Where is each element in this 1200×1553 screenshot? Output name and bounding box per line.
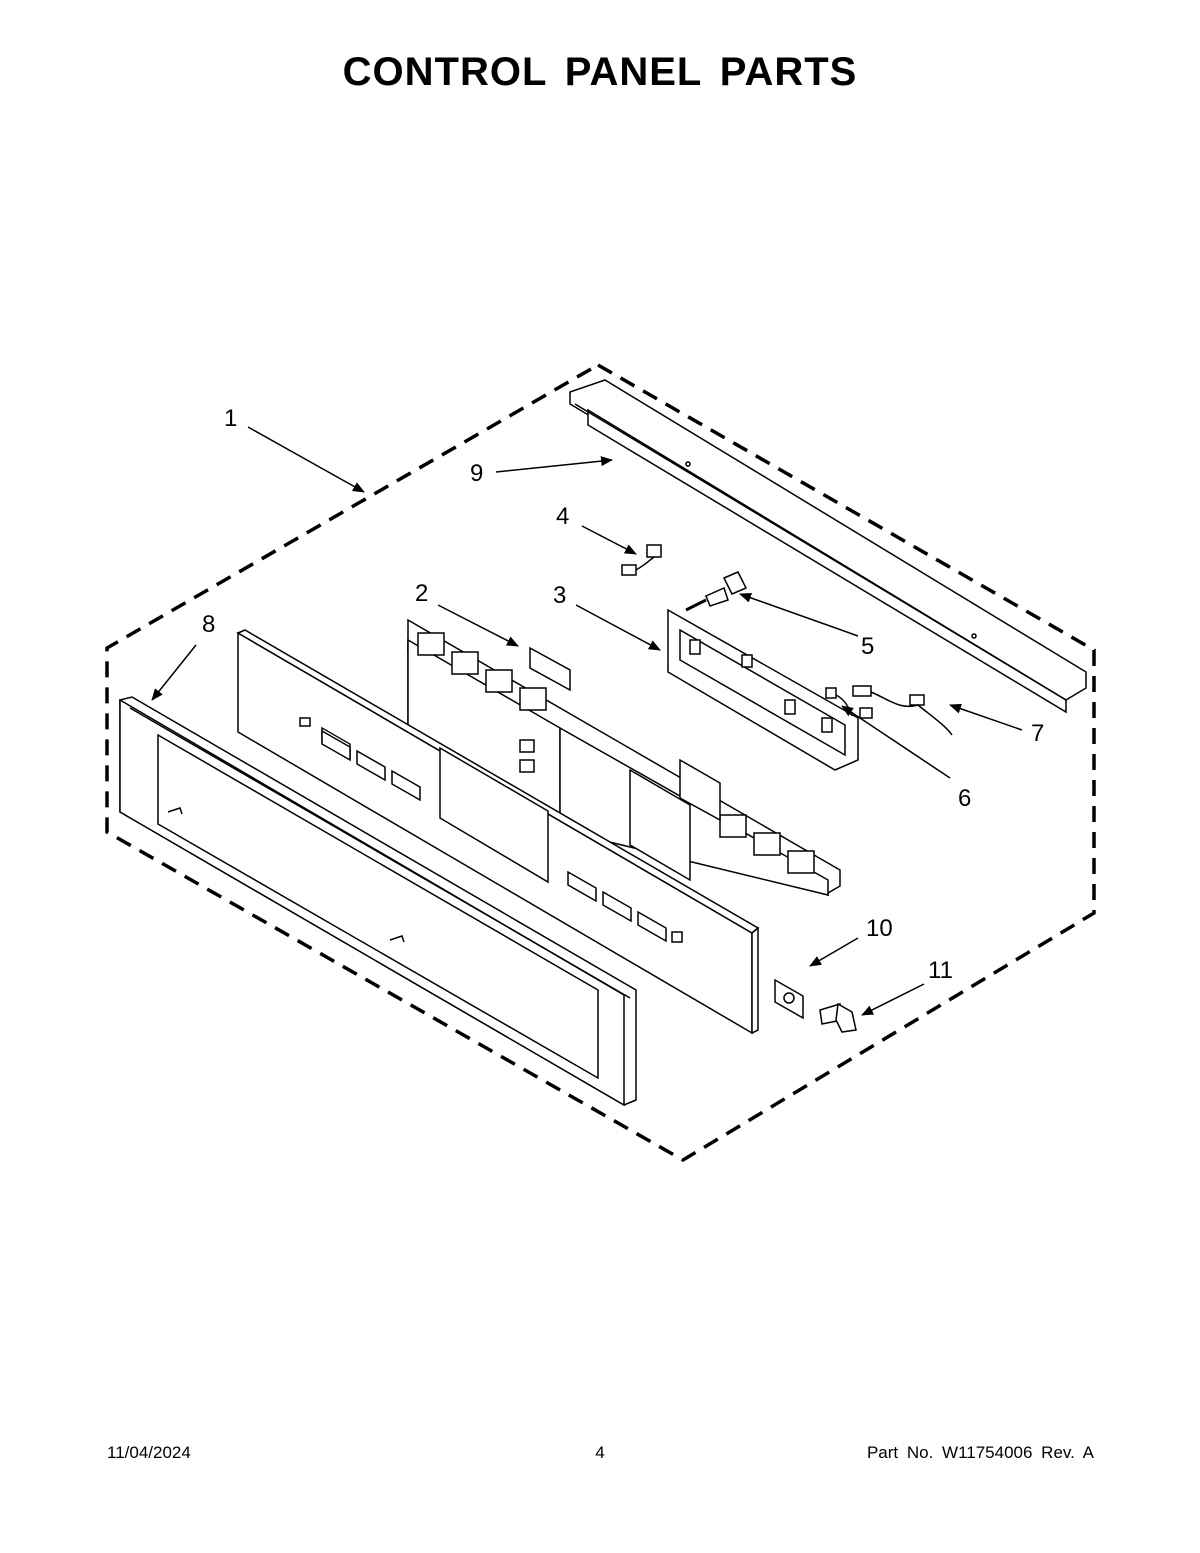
control-bracket: [667, 608, 859, 771]
small-wire-harness: [621, 544, 662, 576]
callout-10: 10: [866, 915, 893, 942]
assembly-outline: [105, 362, 1096, 1163]
footer-date: 11/04/2024: [107, 1443, 191, 1462]
mounting-clip: [774, 978, 804, 1020]
rear-trim-strip: [569, 379, 1087, 714]
callout-6: 6: [958, 785, 971, 812]
front-glass-panel: [236, 629, 760, 1035]
callout-11: 11: [928, 957, 953, 984]
footer-part-number: Part No. W11754006 Rev. A: [866, 1443, 1094, 1462]
callout-2: 2: [415, 580, 428, 607]
callout-4: 4: [556, 503, 569, 530]
callout-7: 7: [1031, 720, 1044, 747]
callout-1: 1: [224, 405, 237, 432]
callout-3: 3: [553, 582, 566, 609]
footer-page-number: 4: [595, 1443, 605, 1462]
callout-8: 8: [202, 611, 215, 638]
screw-11: [819, 1002, 857, 1033]
electronic-control-board: [407, 618, 841, 897]
front-bezel-frame: [119, 696, 637, 1107]
callout-9: 9: [470, 460, 483, 487]
page-title: CONTROL PANEL PARTS: [342, 50, 858, 94]
callout-5: 5: [861, 633, 874, 660]
screw-5: [685, 571, 748, 612]
wire-harness-7: [852, 685, 953, 736]
callout-leaders: [151, 426, 1023, 1016]
